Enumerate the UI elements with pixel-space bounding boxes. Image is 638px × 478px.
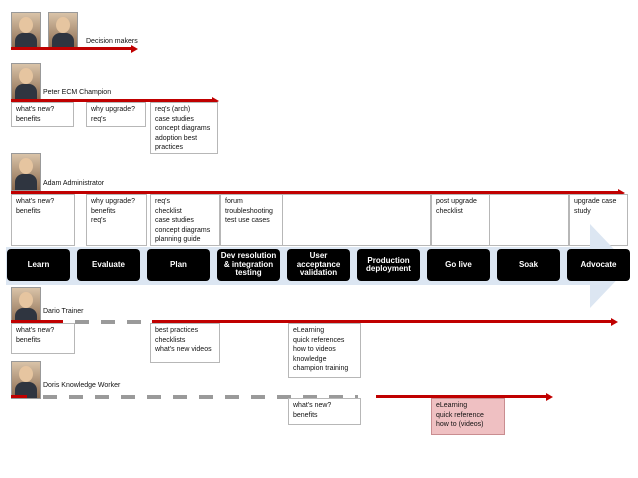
doris-label: Doris Knowledge Worker	[43, 382, 121, 389]
phase-production-deployment[interactable]: Production deployment	[357, 249, 420, 281]
peter-avatar	[11, 63, 41, 101]
peter-line	[11, 99, 212, 102]
decision-makers-arrowhead	[131, 44, 138, 53]
doris-dashed-gap	[43, 395, 358, 399]
adam-avatar	[11, 153, 41, 191]
adam-line	[11, 191, 618, 194]
dario-label: Dario Trainer	[43, 308, 84, 315]
adam-soak-box	[490, 194, 569, 246]
peter-label: Peter ECM Champion	[43, 89, 112, 96]
phase-user-acceptance[interactable]: User acceptance validation	[287, 249, 350, 281]
dario-line-start	[11, 320, 63, 323]
peter-evaluate-box: why upgrade?req's	[86, 102, 146, 127]
adam-label: Adam Administrator	[43, 180, 105, 187]
dario-learn-box: what's new?benefits	[11, 323, 75, 354]
dario-dashed-gap	[75, 320, 150, 324]
peter-learn-box: what's new?benefits	[11, 102, 74, 127]
adam-learn-box: what's new?benefits	[11, 194, 75, 246]
adam-arrowhead	[618, 188, 625, 197]
doris-avatar	[11, 361, 41, 399]
phase-go-live[interactable]: Go live	[427, 249, 490, 281]
decision-maker-1-avatar	[11, 12, 41, 50]
phase-learn[interactable]: Learn	[7, 249, 70, 281]
phase-advocate[interactable]: Advocate	[567, 249, 630, 281]
doris-line-start	[11, 395, 27, 398]
doris-line	[376, 395, 546, 398]
phase-evaluate[interactable]: Evaluate	[77, 249, 140, 281]
phase-dev-resolution[interactable]: Dev resolution & integration testing	[217, 249, 280, 281]
phase-soak[interactable]: Soak	[497, 249, 560, 281]
doris-arrowhead	[546, 392, 553, 401]
peter-arrowhead	[212, 96, 219, 105]
dario-avatar	[11, 287, 41, 325]
phase-plan[interactable]: Plan	[147, 249, 210, 281]
adam-uat-box	[283, 194, 431, 246]
decision-maker-2-avatar	[48, 12, 78, 50]
doris-uat-box: what's new?benefits	[288, 398, 361, 425]
dario-line	[152, 320, 611, 323]
decision-makers-label: Decision makers	[86, 38, 138, 45]
dario-arrowhead	[611, 317, 618, 326]
decision-makers-line	[11, 47, 131, 50]
